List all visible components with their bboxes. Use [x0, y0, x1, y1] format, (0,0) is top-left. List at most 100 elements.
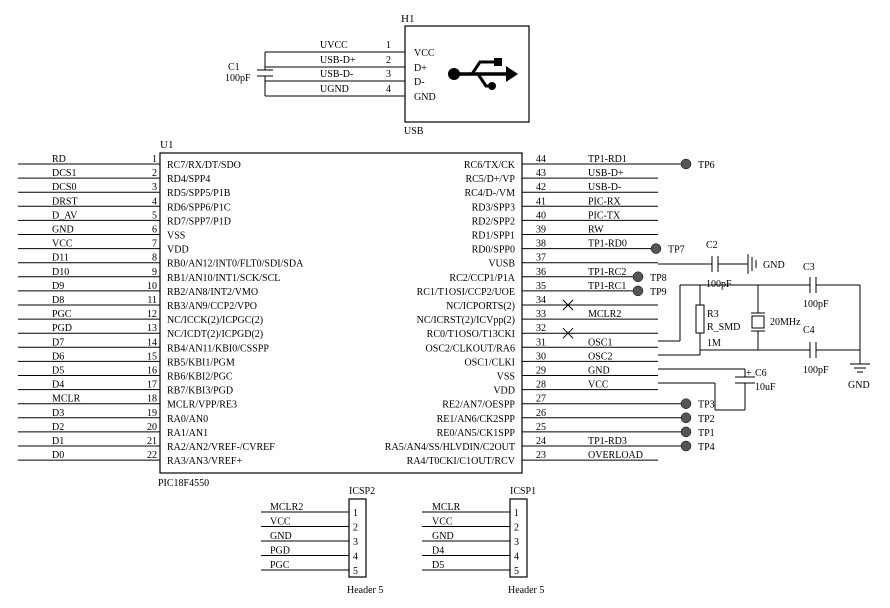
- test-point-tp9: [632, 285, 644, 297]
- u1-right-net-36: TP1-RC2: [588, 267, 626, 278]
- u1-left-net-5: D_AV: [52, 210, 78, 221]
- icsp2-pins-num-1: 1: [353, 508, 358, 519]
- icsp2-pins-net-1: MCLR2: [270, 502, 303, 513]
- u1-left-pin-10: RB2/AN8/INT2/VMO: [167, 287, 258, 298]
- u1-right-pin-40: RD2/SPP2: [472, 216, 515, 227]
- u1-right-pins: 44RC6/TX/CKTP1-RD1TP643RC5/D+/VPUSB-D+42…: [385, 154, 715, 467]
- u1-ref: U1: [160, 139, 173, 151]
- usb-name: USB: [404, 126, 424, 137]
- u1-right-num-37: 37: [536, 253, 546, 264]
- u1-left-pin-1: RC7/RX/DT/SDO: [167, 160, 241, 171]
- u1-right-num-29: 29: [536, 366, 546, 377]
- u1-right-pin-34: NC/ICPORTS(2): [446, 301, 515, 312]
- u1-left-pin-16: RB6/KBI2/PGC: [167, 372, 233, 383]
- test-point-tp4: [680, 440, 692, 452]
- r3-body: [695, 304, 705, 334]
- u1-left-num-5: 5: [152, 210, 157, 221]
- u1-left-net-10: D9: [52, 281, 64, 292]
- u1-left-pin-20: RA1/AN1: [167, 428, 208, 439]
- c3-value: 100pF: [803, 299, 829, 310]
- icsp1-pins-num-5: 5: [514, 566, 519, 577]
- icsp1-pins-net-2: VCC: [432, 517, 453, 528]
- u1-left-net-4: DRST: [52, 196, 78, 207]
- u1-left-num-2: 2: [152, 168, 157, 179]
- u1-right-pin-25: RE0/AN5/CK1SPP: [437, 428, 516, 439]
- u1-left-num-7: 7: [152, 239, 157, 250]
- c4-value: 100pF: [803, 365, 829, 376]
- r3-value: 1M: [707, 338, 721, 349]
- icsp2-pins-num-3: 3: [353, 537, 358, 548]
- icsp1-pins-net-1: MCLR: [432, 502, 461, 513]
- u1-left-num-22: 22: [147, 450, 157, 461]
- u1-right-num-26: 26: [536, 408, 546, 419]
- c1-value: 100pF: [225, 73, 251, 84]
- test-point-label-tp7: TP7: [668, 245, 685, 256]
- u1-left-pin-4: RD6/SPP6/P1C: [167, 202, 231, 213]
- u1-left-net-11: D8: [52, 295, 64, 306]
- usb-pin-dplus: D+: [414, 63, 427, 74]
- u1-right-num-35: 35: [536, 281, 546, 292]
- u1-right-pin-36: RC2/CCP1/P1A: [449, 273, 515, 284]
- u1-left-pin-2: RD4/SPP4: [167, 174, 210, 185]
- usb-pin-gnd: GND: [414, 92, 436, 103]
- u1-left-net-22: D0: [52, 450, 64, 461]
- u1-right-net-23: OVERLOAD: [588, 450, 643, 461]
- u1-right-num-36: 36: [536, 267, 546, 278]
- u1-right-pin-29: VSS: [497, 372, 515, 383]
- r3-type: R_SMD: [707, 322, 740, 333]
- u1-right-net-42: USB-D-: [588, 182, 621, 193]
- test-point-tp1: [680, 426, 692, 438]
- u1-right-net-35: TP1-RC1: [588, 281, 626, 292]
- u1-right-num-27: 27: [536, 394, 546, 405]
- usb-pin-dminus: D-: [414, 77, 425, 88]
- u1-left-pin-22: RA3/AN3/VREF+: [167, 456, 242, 467]
- test-point-tp3: [680, 398, 692, 409]
- u1-left-num-16: 16: [147, 366, 157, 377]
- u1-left-num-1: 1: [152, 154, 157, 165]
- u1-right-net-44: TP1-RD1: [588, 154, 627, 165]
- u1-right-num-32: 32: [536, 323, 546, 334]
- u1-right-net-24: TP1-RD3: [588, 436, 627, 447]
- icsp2-pins-num-4: 4: [353, 552, 358, 563]
- usb-pin-vcc: VCC: [414, 48, 435, 59]
- c2-gnd-label: GND: [763, 260, 785, 271]
- r3-ref: R3: [707, 309, 719, 320]
- u1-left-pin-13: NC/ICDT(2)/ICPGD(2): [167, 329, 263, 340]
- test-point-label-tp8: TP8: [650, 273, 667, 284]
- test-point-label-tp3: TP3: [698, 400, 715, 411]
- icsp2-pins-net-5: PGC: [270, 560, 290, 571]
- u1-left-net-18: MCLR: [52, 394, 81, 405]
- u1-left-pin-6: VSS: [167, 231, 185, 242]
- usb-num-4: 4: [386, 84, 391, 95]
- c6-value: 10uF: [755, 382, 776, 393]
- c6-ref: C6: [755, 368, 767, 379]
- u1-right-net-43: USB-D+: [588, 168, 624, 179]
- u1-right-pin-28: VDD: [493, 386, 515, 397]
- icsp1-type: Header 5: [508, 585, 544, 596]
- u1-left-net-19: D3: [52, 408, 64, 419]
- u1-left-pin-19: RA0/AN0: [167, 414, 208, 425]
- u1-left-net-7: VCC: [52, 239, 73, 250]
- u1-right-num-42: 42: [536, 182, 546, 193]
- u1-right-pin-32: RC0/T1OSO/T13CKI: [427, 329, 515, 340]
- u1-left-pin-21: RA2/AN2/VREF-/CVREF: [167, 442, 275, 453]
- u1-left-num-15: 15: [147, 351, 157, 362]
- icsp2-pins-net-3: GND: [270, 531, 292, 542]
- icsp1-pins-num-4: 4: [514, 552, 519, 563]
- crystal-body: [751, 315, 765, 329]
- c3-ref: C3: [803, 262, 815, 273]
- u1-left-pin-7: VDD: [167, 245, 189, 256]
- u1-right-num-28: 28: [536, 380, 546, 391]
- test-point-tp8: [632, 271, 644, 283]
- u1-right-num-24: 24: [536, 436, 546, 447]
- test-point-tp6: [680, 158, 692, 170]
- test-point-label-tp6: TP6: [698, 160, 715, 171]
- crystal-value: 20MHz: [770, 317, 801, 328]
- u1-left-num-19: 19: [147, 408, 157, 419]
- test-point-label-tp1: TP1: [698, 428, 715, 439]
- no-connect-mark: [562, 299, 574, 311]
- test-point-label-tp2: TP2: [698, 414, 715, 425]
- u1-right-net-38: TP1-RD0: [588, 239, 627, 250]
